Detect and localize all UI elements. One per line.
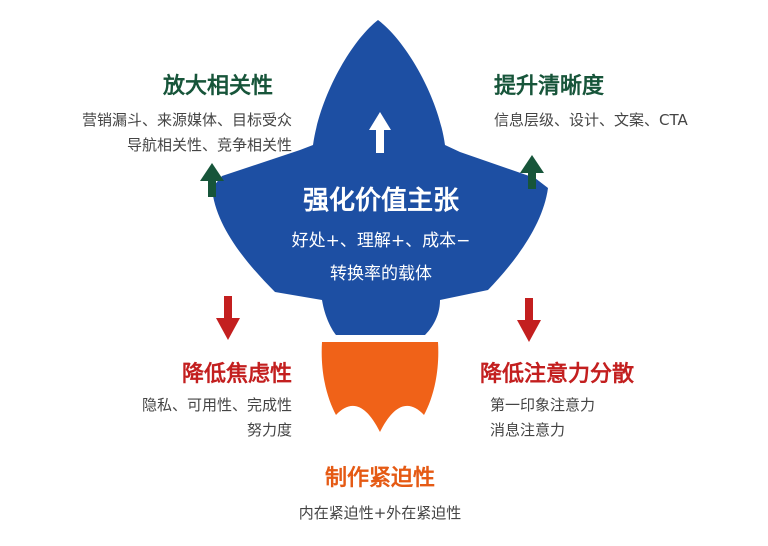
rocket-body: [212, 20, 548, 335]
rocket-flame: [321, 342, 439, 432]
heading-distraction: 降低注意力分散: [480, 362, 635, 387]
up-arrow-icon: [369, 112, 391, 153]
rocket-title: 强化价值主张: [302, 186, 459, 216]
heading-anxiety: 降低焦虑性: [181, 362, 292, 387]
urgency-line-1: 内在紧迫性+外在紧迫性: [298, 504, 462, 522]
anxiety-line-2: 努力度: [246, 421, 292, 439]
rocket-subtitle-1: 好处+、理解+、成本−: [291, 231, 471, 251]
heading-relevance: 放大相关性: [162, 74, 273, 99]
heading-clarity: 提升清晰度: [494, 74, 605, 99]
down-arrow-icon: [216, 296, 240, 340]
rocket-subtitle-2: 转换率的载体: [330, 264, 432, 284]
clarity-line-1: 信息层级、设计、文案、CTA: [494, 111, 688, 129]
down-arrow-icon: [517, 298, 541, 342]
heading-urgency: 制作紧迫性: [324, 466, 435, 491]
relevance-line-1: 营销漏斗、来源媒体、目标受众: [81, 111, 292, 129]
up-arrow-icon: [520, 155, 544, 189]
anxiety-line-1: 隐私、可用性、完成性: [141, 396, 292, 414]
distraction-line-2: 消息注意力: [490, 421, 566, 439]
distraction-line-1: 第一印象注意力: [490, 396, 596, 414]
up-arrow-icon: [200, 163, 224, 197]
relevance-line-2: 导航相关性、竞争相关性: [126, 136, 292, 154]
